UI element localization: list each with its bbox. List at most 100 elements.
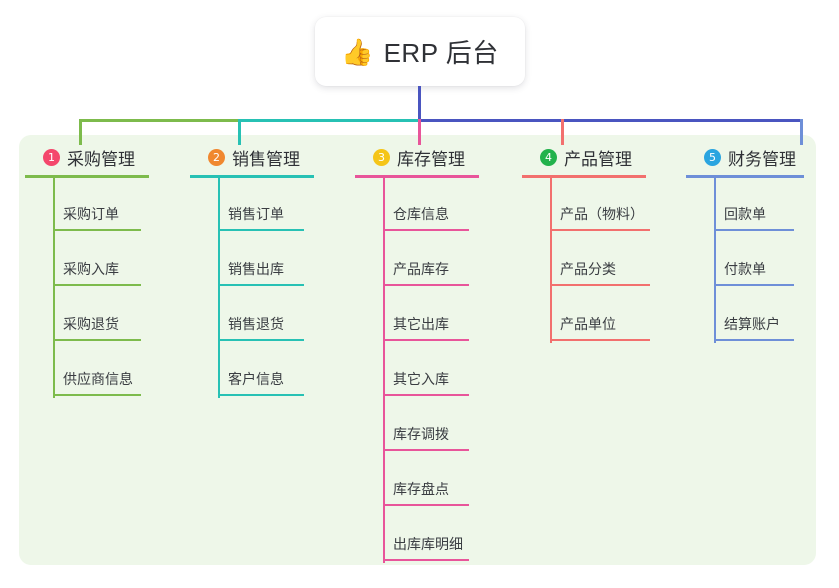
leaf-label: 采购退货 [63,316,119,332]
branch-title: 采购管理 [67,149,135,169]
leaf-label: 库存盘点 [393,481,449,497]
trunk-segment-1 [79,119,239,122]
branch-leaf-list: 仓库信息产品库存其它出库其它入库库存调拨库存盘点出库库明细 [355,178,520,563]
leaf-node[interactable]: 采购入库 [25,233,185,288]
leaf-node[interactable]: 采购订单 [25,178,185,233]
leaf-underline [383,339,469,341]
leaf-underline [714,339,794,341]
leaf-label: 客户信息 [228,371,284,387]
branch-title: 产品管理 [564,149,632,169]
leaf-label: 库存调拨 [393,426,449,442]
leaf-label: 产品（物料） [560,206,644,222]
leaf-label: 销售出库 [228,261,284,277]
leaf-label: 采购订单 [63,206,119,222]
branch-leaf-list: 回款单付款单结算账户 [686,178,839,343]
leaf-node[interactable]: 销售出库 [190,233,350,288]
branch-index-badge: 2 [208,148,225,166]
leaf-node[interactable]: 销售退货 [190,288,350,343]
leaf-underline [383,449,469,451]
leaf-node[interactable]: 回款单 [686,178,839,233]
leaf-node[interactable]: 销售订单 [190,178,350,233]
leaf-node[interactable]: 付款单 [686,233,839,288]
branch-drop-line-5 [800,119,803,145]
leaf-label: 销售订单 [228,206,284,222]
leaf-underline [218,229,304,231]
thumbs-up-emoji: 👍 [341,36,374,67]
branch-leaf-list: 采购订单采购入库采购退货供应商信息 [25,178,185,398]
leaf-node[interactable]: 产品（物料） [522,178,682,233]
leaf-label: 结算账户 [724,316,780,332]
leaf-underline [550,284,650,286]
branch-header-产品管理[interactable]: 4 产品管理 [522,144,682,170]
leaf-underline [218,284,304,286]
branch-column-库存管理: 3 库存管理仓库信息产品库存其它出库其它入库库存调拨库存盘点出库库明细 [355,144,520,563]
leaf-label: 其它出库 [393,316,449,332]
leaf-label: 产品单位 [560,316,616,332]
leaf-underline [53,394,141,396]
branch-index-badge: 4 [540,148,557,166]
branches-background-panel [19,135,816,565]
leaf-underline [383,504,469,506]
leaf-node[interactable]: 产品分类 [522,233,682,288]
leaf-underline [714,284,794,286]
leaf-node[interactable]: 客户信息 [190,343,350,398]
leaf-label: 产品库存 [393,261,449,277]
leaf-node[interactable]: 供应商信息 [25,343,185,398]
branch-underline [25,175,149,178]
branch-index-badge: 3 [373,148,390,166]
branch-underline [355,175,479,178]
root-node[interactable]: 👍 ERP 后台 [315,17,525,86]
leaf-node[interactable]: 产品单位 [522,288,682,343]
branch-index-badge: 5 [704,148,721,166]
branch-spine-line [218,178,220,398]
branch-underline [190,175,314,178]
branch-spine-line [550,178,552,343]
leaf-label: 付款单 [724,261,766,277]
leaf-underline [550,339,650,341]
branch-spine-line [383,178,385,563]
branch-title: 库存管理 [397,149,465,169]
branch-title: 财务管理 [728,149,796,169]
branch-header-财务管理[interactable]: 5 财务管理 [686,144,839,170]
branch-spine-line [53,178,55,398]
leaf-node[interactable]: 库存盘点 [355,453,520,508]
leaf-node[interactable]: 其它出库 [355,288,520,343]
branch-header-库存管理[interactable]: 3 库存管理 [355,144,520,170]
leaf-node[interactable]: 库存调拨 [355,398,520,453]
branch-underline [686,175,804,178]
leaf-label: 仓库信息 [393,206,449,222]
trunk-segment-2 [238,119,419,122]
leaf-underline [714,229,794,231]
leaf-label: 回款单 [724,206,766,222]
leaf-underline [550,229,650,231]
trunk-segment-3 [418,119,803,122]
root-stem-line [418,86,421,122]
leaf-underline [383,394,469,396]
leaf-node[interactable]: 仓库信息 [355,178,520,233]
leaf-label: 供应商信息 [63,371,133,387]
branch-drop-line-4 [561,119,564,145]
leaf-label: 其它入库 [393,371,449,387]
leaf-node[interactable]: 结算账户 [686,288,839,343]
branch-index-badge: 1 [43,148,60,166]
leaf-underline [218,339,304,341]
branch-drop-line-1 [79,119,82,145]
leaf-node[interactable]: 其它入库 [355,343,520,398]
branch-spine-line [714,178,716,343]
leaf-node[interactable]: 产品库存 [355,233,520,288]
leaf-underline [53,229,141,231]
leaf-underline [383,284,469,286]
leaf-node[interactable]: 出库库明细 [355,508,520,563]
leaf-node[interactable]: 采购退货 [25,288,185,343]
leaf-label: 出库库明细 [393,536,463,552]
branch-column-产品管理: 4 产品管理产品（物料） 产品分类产品单位 [522,144,682,343]
branch-header-采购管理[interactable]: 1 采购管理 [25,144,185,170]
branch-drop-line-2 [238,119,241,145]
leaf-label: 销售退货 [228,316,284,332]
leaf-underline [383,559,469,561]
leaf-underline [53,284,141,286]
branch-leaf-list: 产品（物料） 产品分类产品单位 [522,178,682,343]
